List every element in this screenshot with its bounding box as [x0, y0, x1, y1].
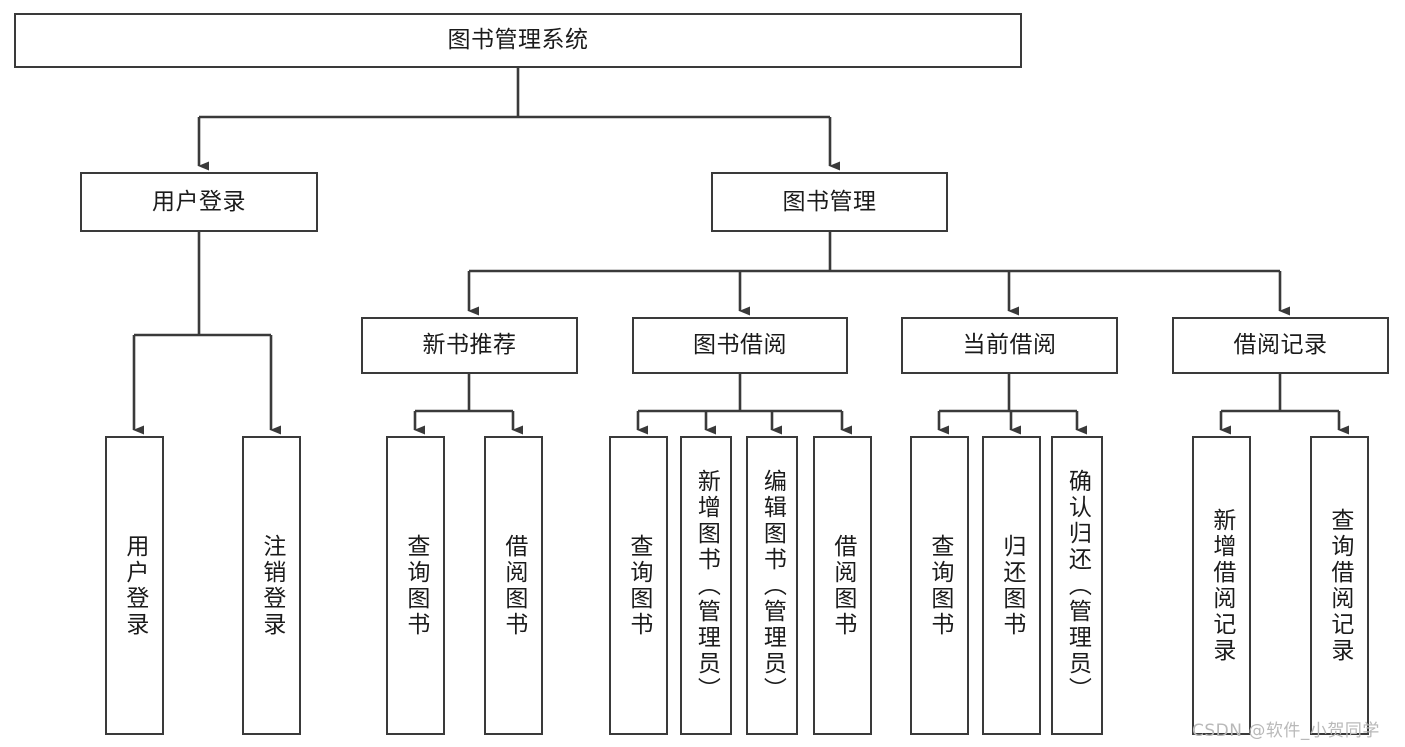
leaf-borrow-book[interactable]: 借阅图书	[813, 436, 872, 735]
leaf-add-borrow-record[interactable]: 新增借阅记录	[1192, 436, 1251, 735]
leaf-query-book-borrow[interactable]: 查询图书	[609, 436, 668, 735]
leaf-add-book-admin[interactable]: 新增图书（管理员）	[680, 436, 732, 735]
csdn-watermark: CSDN @软件_小贺同学	[1192, 721, 1380, 741]
leaf-confirm-return-admin[interactable]: 确认归还（管理员）	[1051, 436, 1103, 735]
node-book-borrow[interactable]: 图书借阅	[632, 317, 848, 374]
leaf-logout[interactable]: 注销登录	[242, 436, 301, 735]
node-root-system[interactable]: 图书管理系统	[14, 13, 1022, 68]
node-user-login[interactable]: 用户登录	[80, 172, 318, 232]
leaf-query-borrow-record[interactable]: 查询借阅记录	[1310, 436, 1369, 735]
leaf-query-book-recommend[interactable]: 查询图书	[386, 436, 445, 735]
leaf-query-book-current[interactable]: 查询图书	[910, 436, 969, 735]
node-book-manage[interactable]: 图书管理	[711, 172, 948, 232]
leaf-borrow-book-recommend[interactable]: 借阅图书	[484, 436, 543, 735]
node-new-book-recommend[interactable]: 新书推荐	[361, 317, 578, 374]
leaf-edit-book-admin[interactable]: 编辑图书（管理员）	[746, 436, 798, 735]
node-current-borrow[interactable]: 当前借阅	[901, 317, 1118, 374]
leaf-user-login[interactable]: 用户登录	[105, 436, 164, 735]
node-borrow-record[interactable]: 借阅记录	[1172, 317, 1389, 374]
leaf-return-book[interactable]: 归还图书	[982, 436, 1041, 735]
